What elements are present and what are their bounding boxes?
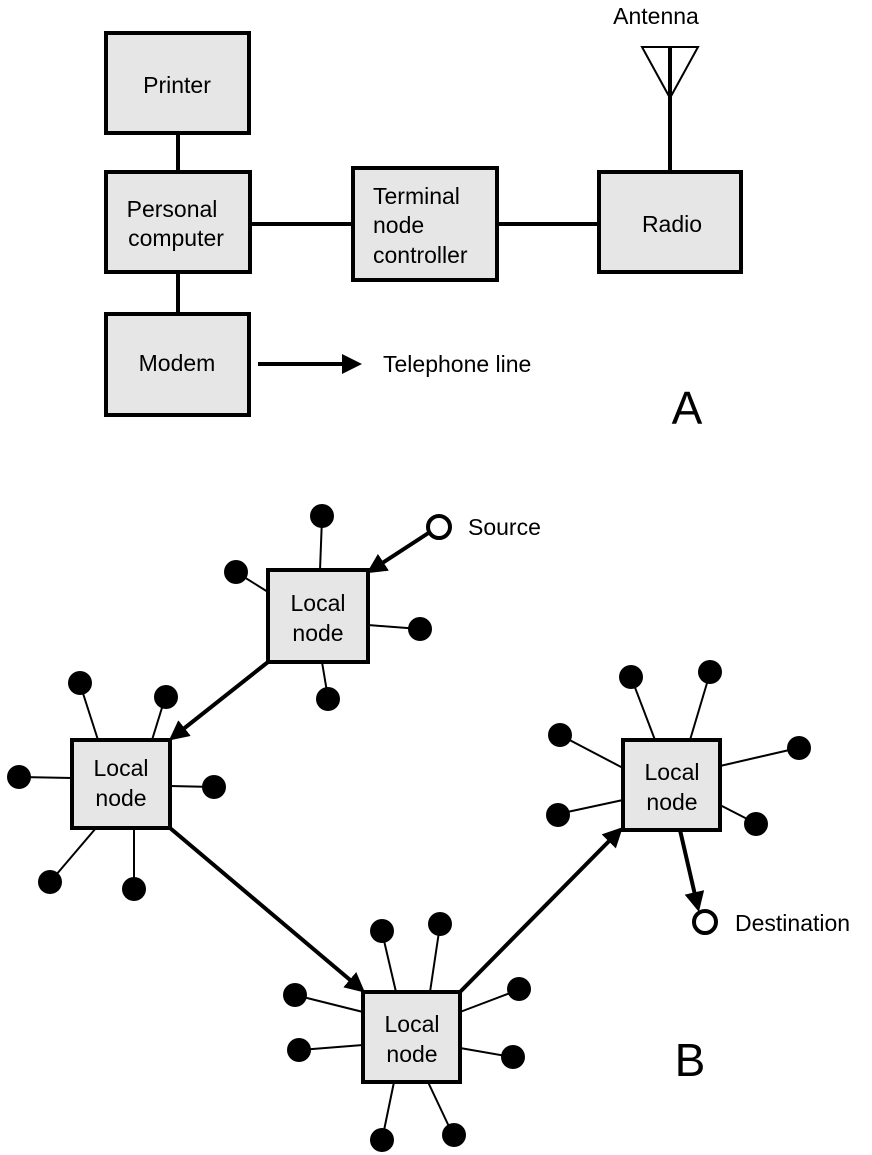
station-dot [548, 723, 572, 747]
local-node-1-line2: node [292, 620, 343, 646]
panel-b-letter: B [675, 1034, 706, 1086]
local-node-2-line2: node [95, 785, 146, 811]
station-dot [310, 504, 334, 528]
station-dot [283, 983, 307, 1007]
radio-label: Radio [642, 211, 702, 237]
panel-a: Printer Personal computer Modem Terminal… [104, 3, 743, 434]
node3-spoke [689, 672, 711, 741]
destination-station-icon [692, 909, 718, 935]
source-to-node1-arrow [366, 530, 432, 574]
station-dot [287, 1038, 311, 1062]
local-node-4-line2: node [386, 1041, 437, 1067]
node2-to-node4-arrow [168, 826, 366, 993]
station-dot [787, 736, 811, 760]
station-dot [507, 977, 531, 1001]
station-dot [224, 560, 248, 584]
telephone-line-label: Telephone line [383, 351, 531, 377]
local-node-3-line1: Local [645, 759, 700, 785]
tnc-label-line2: node [373, 212, 424, 238]
source-station-icon [426, 514, 452, 540]
radio-box [597, 170, 743, 274]
station-dot [68, 671, 92, 695]
local-node-2-line1: Local [94, 755, 149, 781]
station-dot [698, 660, 722, 684]
station-dot [428, 912, 452, 936]
local-node-box-4 [361, 990, 462, 1084]
personal-computer-label-line2: computer [128, 225, 224, 251]
tnc-label-line3: controller [373, 242, 468, 268]
node4-to-node3-arrow [458, 827, 623, 994]
node4-spoke [429, 924, 441, 993]
station-dot [202, 775, 226, 799]
destination-label: Destination [735, 910, 850, 936]
panel-b: Local node Local node Local node Local n… [7, 504, 850, 1152]
station-dot [619, 665, 643, 689]
local-node-box-1 [266, 568, 370, 664]
station-dot [442, 1123, 466, 1147]
station-dot [546, 803, 570, 827]
node1-to-node2-arrow [168, 660, 270, 741]
tnc-box [351, 166, 499, 282]
antenna-label: Antenna [613, 3, 699, 29]
printer-label: Printer [143, 72, 211, 98]
station-dot [370, 919, 394, 943]
personal-computer-label-line1: Personal [127, 196, 218, 222]
local-node-box-2 [70, 738, 172, 830]
station-dot [744, 812, 768, 836]
modem-label: Modem [139, 350, 216, 376]
station-dot [370, 1128, 394, 1152]
station-dot [38, 870, 62, 894]
station-dot [501, 1045, 525, 1069]
tnc-label-line1: Terminal [373, 183, 460, 209]
printer-box [104, 31, 251, 135]
local-node-4-line1: Local [385, 1011, 440, 1037]
local-node-box-3 [621, 738, 722, 832]
station-dot [7, 765, 31, 789]
source-label: Source [468, 514, 541, 540]
node3-spoke [719, 747, 799, 767]
local-node-3-line2: node [646, 789, 697, 815]
station-dot [316, 687, 340, 711]
modem-box [104, 312, 251, 417]
node3-to-destination-arrow [678, 829, 705, 912]
panel-a-letter: A [672, 382, 703, 434]
station-dot [154, 685, 178, 709]
station-dot [408, 617, 432, 641]
station-dot [122, 877, 146, 901]
local-node-1-line1: Local [291, 590, 346, 616]
personal-computer-box [104, 170, 252, 274]
